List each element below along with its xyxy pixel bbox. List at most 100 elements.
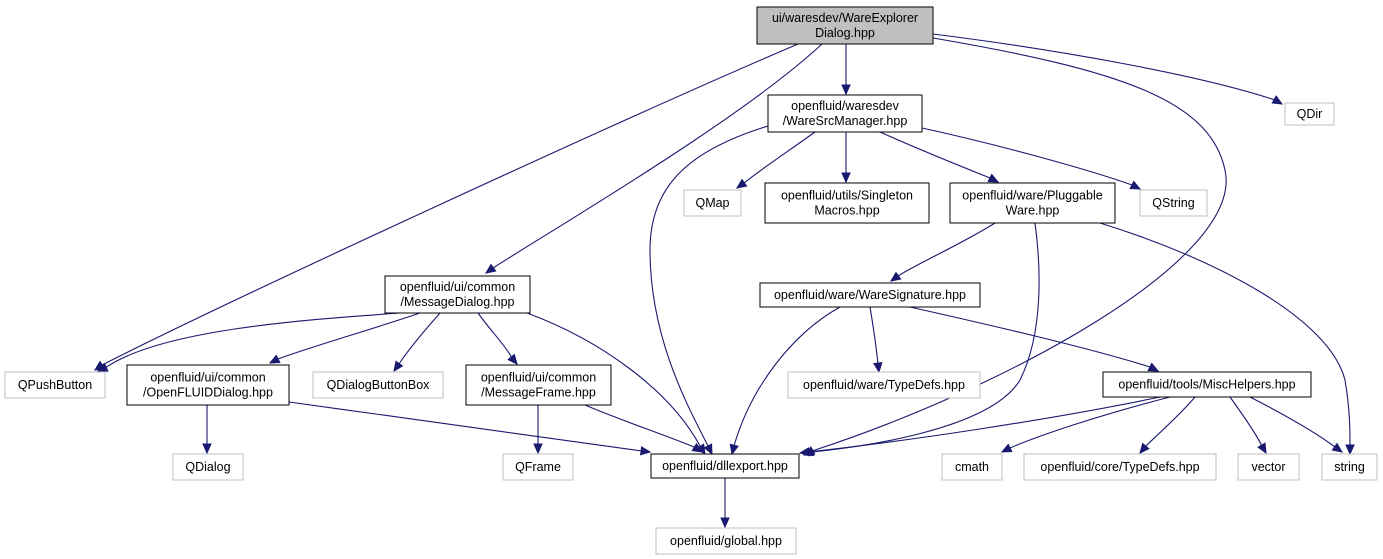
node-coretd: openfluid/core/TypeDefs.hpp	[1023, 453, 1217, 481]
node-box	[1102, 371, 1312, 398]
node-label-line: QPushButton	[18, 378, 92, 392]
edge-wsm-to-qstring	[921, 127, 1142, 190]
node-box	[465, 364, 612, 406]
edge-arrowhead	[96, 362, 109, 372]
edge-line	[393, 312, 441, 372]
node-global: openfluid/global.hpp	[655, 527, 797, 555]
node-label-line: Dialog.hpp	[815, 26, 875, 40]
node-label-line: /OpenFLUIDDialog.hpp	[143, 386, 273, 400]
edge-plug-to-wsig	[889, 222, 996, 282]
node-box	[1139, 189, 1208, 217]
node-label-line: QDialogButtonBox	[327, 378, 431, 392]
edge-arrowhead	[841, 172, 851, 184]
node-label-line: /MessageFrame.hpp	[481, 386, 596, 400]
node-msgdlg[interactable]: openfluid/ui/common/MessageDialog.hpp	[384, 275, 531, 314]
node-label-line: QFrame	[515, 460, 561, 474]
edge-wsig-to-misc	[909, 306, 1160, 372]
node-qmap: QMap	[683, 189, 742, 217]
node-box	[767, 94, 923, 133]
edge-arrowhead	[639, 446, 652, 456]
edge-misc-to-cmath	[1000, 396, 1171, 453]
edge-root-to-qdir	[932, 33, 1284, 105]
edge-wsig-to-dll	[729, 306, 841, 456]
edge-line	[526, 312, 706, 455]
edge-arrowhead	[1257, 442, 1267, 455]
node-label-line: openfluid/ui/common	[150, 371, 265, 385]
node-box	[756, 6, 934, 45]
node-dll[interactable]: openfluid/dllexport.hpp	[650, 453, 800, 479]
node-box	[949, 182, 1116, 224]
edge-arrowhead	[1331, 442, 1344, 453]
edge-line	[97, 312, 401, 372]
node-msgframe[interactable]: openfluid/ui/common/MessageFrame.hpp	[465, 364, 612, 406]
node-wsm[interactable]: openfluid/waresdev/WareSrcManager.hpp	[767, 94, 923, 133]
node-qframe: QFrame	[502, 453, 574, 481]
edge-arrowhead	[268, 354, 281, 364]
edge-arrowhead	[1271, 95, 1284, 105]
edge-line	[799, 396, 1161, 454]
node-label-line: openfluid/ware/Pluggable	[962, 189, 1102, 203]
node-box	[1023, 453, 1217, 481]
edge-line	[932, 33, 1283, 105]
edge-line	[909, 306, 1159, 372]
edge-arrowhead	[987, 173, 1000, 183]
edges-layer	[93, 33, 1355, 529]
edge-line	[731, 306, 841, 455]
node-ofdlg[interactable]: openfluid/ui/common/OpenFLUIDDialog.hpp	[126, 364, 290, 406]
node-label-line: Ware.hpp	[1006, 204, 1060, 218]
node-qpush: QPushButton	[4, 371, 106, 399]
edge-plug-to-dll	[802, 222, 1040, 457]
node-box	[4, 371, 106, 399]
node-box	[384, 275, 531, 314]
edge-arrowhead	[798, 447, 811, 457]
node-label-line: openfluid/ware/TypeDefs.hpp	[803, 378, 965, 392]
edge-line	[584, 404, 703, 453]
node-box	[1237, 453, 1300, 481]
edge-arrowhead	[202, 443, 212, 455]
node-label-line: /WareSrcManager.hpp	[783, 114, 908, 128]
node-label-line: openfluid/ui/common	[400, 280, 515, 294]
edge-arrowhead	[720, 517, 730, 529]
edge-wsm-to-sing	[841, 132, 851, 184]
node-typedefs: openfluid/ware/TypeDefs.hpp	[787, 371, 981, 399]
edge-arrowhead	[1139, 442, 1150, 454]
edge-arrowhead	[873, 361, 883, 374]
node-label-line: cmath	[955, 460, 989, 474]
edge-ofdlg-to-dll	[288, 401, 652, 456]
edge-arrowhead	[729, 443, 739, 456]
edge-line	[1229, 396, 1267, 454]
node-box	[650, 453, 800, 479]
edge-line	[94, 43, 799, 371]
node-qdbb: QDialogButtonBox	[312, 371, 444, 399]
node-label-line: QDialog	[185, 460, 230, 474]
edge-arrowhead	[1000, 443, 1013, 453]
node-misc[interactable]: openfluid/tools/MiscHelpers.hpp	[1102, 371, 1312, 398]
node-box	[126, 364, 290, 406]
node-label-line: vector	[1251, 460, 1285, 474]
edge-wsig-to-typedefs	[869, 306, 883, 374]
edge-line	[879, 131, 999, 183]
edge-line	[1001, 396, 1171, 453]
edge-line	[288, 401, 651, 453]
node-wsig[interactable]: openfluid/ware/WareSignature.hpp	[759, 282, 981, 308]
node-box	[502, 453, 574, 481]
edge-plug-to-string	[1099, 222, 1355, 456]
node-box	[655, 527, 797, 555]
node-box	[941, 453, 1003, 481]
node-box	[312, 371, 444, 399]
node-label-line: openfluid/dllexport.hpp	[662, 459, 788, 473]
edge-msgdlg-to-msgframe	[477, 312, 518, 365]
node-qdialog: QDialog	[172, 453, 244, 481]
edge-arrowhead	[1129, 180, 1142, 190]
node-label-line: /MessageDialog.hpp	[401, 295, 515, 309]
node-label-line: QMap	[695, 196, 729, 210]
node-label-line: openfluid/waresdev	[791, 99, 899, 113]
node-box	[787, 371, 981, 399]
edge-misc-to-dll	[798, 396, 1161, 457]
edge-ofdlg-to-qdialog	[202, 405, 212, 455]
